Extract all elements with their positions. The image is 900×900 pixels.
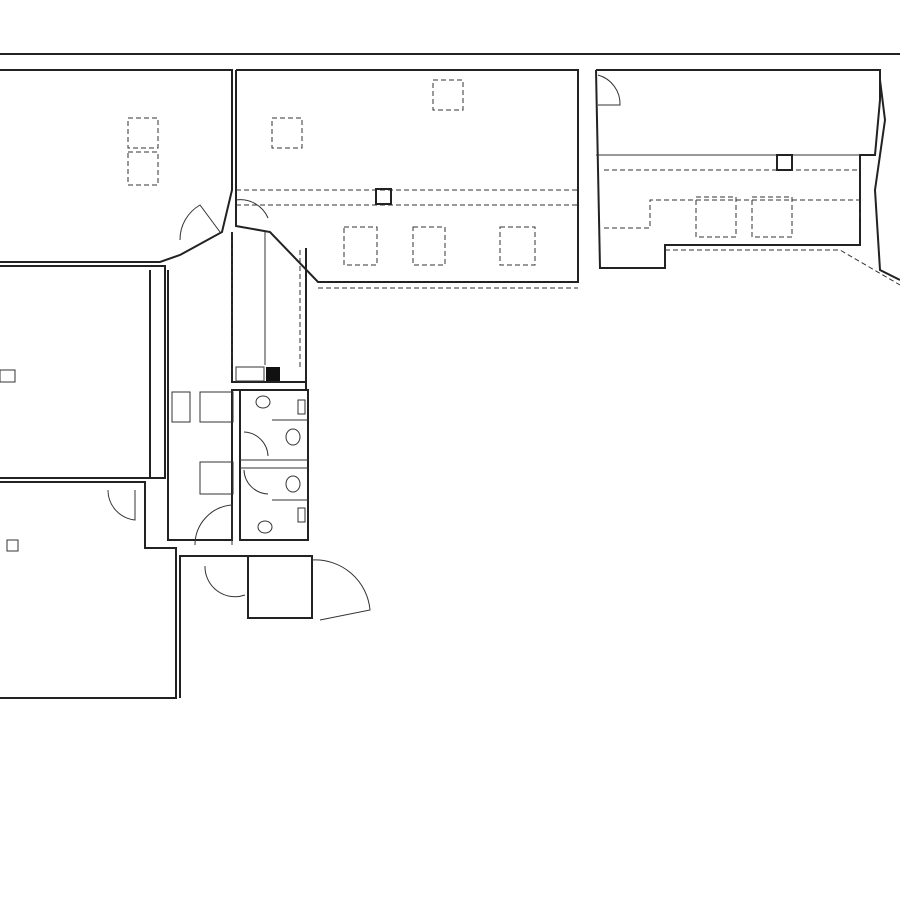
door-swing — [597, 74, 621, 106]
door-swing — [204, 565, 246, 598]
door-swing — [194, 504, 233, 546]
toilet-block — [239, 389, 309, 541]
fixture — [199, 391, 234, 423]
column — [266, 367, 280, 381]
cistern-icon — [297, 507, 306, 523]
door-swing — [235, 199, 269, 219]
ceiling-fixture — [127, 151, 159, 186]
room-north-east — [595, 69, 881, 269]
basin-icon — [255, 395, 271, 409]
room-west — [0, 265, 166, 479]
beam-line — [665, 249, 900, 286]
door-swing — [243, 469, 269, 495]
room-south-west — [0, 481, 177, 699]
fixture — [171, 391, 191, 423]
ceiling-fixture — [499, 226, 536, 266]
ceiling-fixture — [127, 117, 159, 149]
ceiling-fixture — [751, 196, 793, 238]
room-north-centre — [235, 69, 579, 283]
door-swing — [179, 204, 221, 241]
corridor — [167, 232, 307, 541]
door-swing — [243, 431, 269, 457]
fixture — [199, 461, 234, 495]
door-swing — [107, 489, 136, 521]
south-wall — [179, 555, 248, 698]
ceiling-fixture — [432, 79, 464, 111]
ceiling-fixture — [343, 226, 378, 266]
toilet-icon — [285, 475, 301, 493]
entrance-lobby — [247, 555, 313, 619]
cistern-icon — [297, 399, 306, 415]
toilet-icon — [285, 428, 301, 446]
fixture — [6, 539, 19, 552]
ceiling-fixture — [695, 196, 737, 238]
fixture — [0, 369, 16, 383]
ceiling-fixture — [412, 226, 446, 266]
entrance-door-swing — [311, 559, 371, 621]
column — [375, 188, 392, 205]
column — [776, 154, 793, 171]
beam-line — [604, 199, 861, 229]
wall-line — [873, 79, 900, 281]
room-north-west — [0, 69, 233, 263]
basin-icon — [257, 520, 273, 534]
counter — [235, 366, 265, 382]
ceiling-fixture — [271, 117, 303, 149]
